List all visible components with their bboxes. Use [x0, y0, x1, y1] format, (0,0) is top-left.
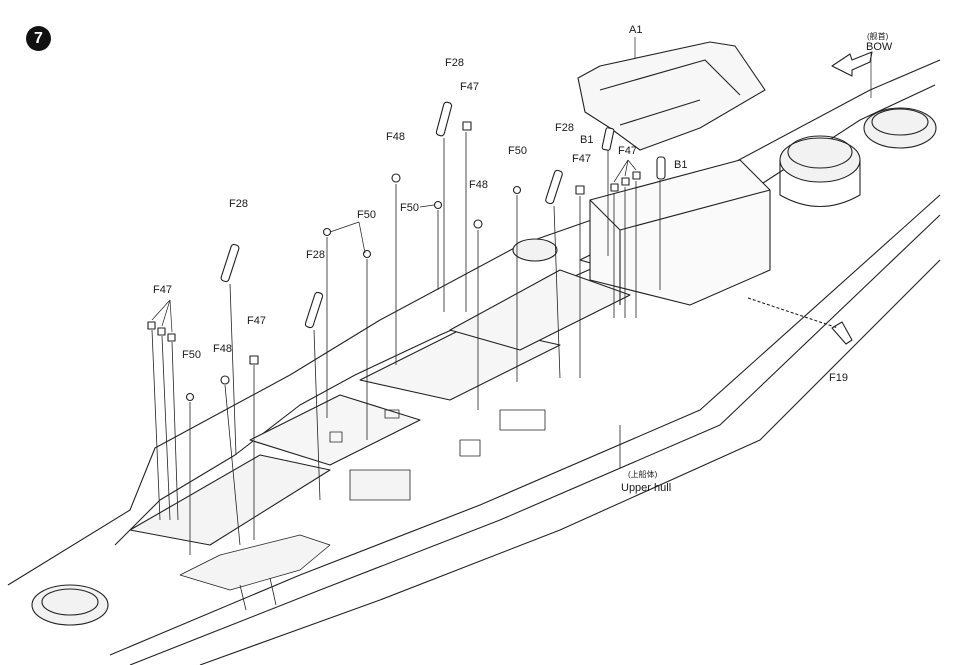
- part-f47-right-2: [621, 177, 630, 186]
- hull-outline: [7, 59, 941, 586]
- part-f50-far-left: [185, 392, 195, 402]
- label-f28-mid: F28: [555, 122, 574, 134]
- label-b1-right: B1: [674, 159, 688, 171]
- part-f47-far-left-2: [157, 327, 166, 336]
- label-f47-left2: F47: [247, 315, 266, 327]
- deck-plate-fore: [449, 269, 631, 351]
- label-f28-bow: F28: [445, 57, 464, 69]
- part-f28-bow: [435, 101, 453, 137]
- part-f48-mid: [391, 173, 401, 183]
- deck-plate-mid: [249, 394, 421, 466]
- hull-waterline: [109, 194, 941, 656]
- label-f47-far-left: F47: [153, 284, 172, 296]
- part-f47-right-1: [610, 183, 619, 192]
- part-f47-far-left-3: [167, 333, 176, 342]
- hull-lower-line: [129, 214, 941, 665]
- label-f47-mid: F47: [572, 153, 591, 165]
- bow-arrow: [831, 51, 873, 77]
- label-b1-left: B1: [580, 134, 594, 146]
- part-f48-mid2: [473, 219, 483, 229]
- step-number-badge: 7: [26, 26, 51, 51]
- part-f50-right: [512, 185, 522, 195]
- label-upper-hull-cn: (上船体): [628, 470, 658, 479]
- part-f50-mid: [433, 200, 443, 210]
- part-f28-mid: [545, 169, 563, 205]
- part-f47-far-left-1: [147, 321, 156, 330]
- label-f50-far-left: F50: [182, 349, 201, 361]
- label-f48-mid: F48: [386, 131, 405, 143]
- label-f48-mid2: F48: [469, 179, 488, 191]
- label-a1: A1: [629, 24, 643, 36]
- label-bow-cn: (舰首): [867, 32, 889, 41]
- part-f47-bow: [462, 121, 472, 131]
- label-f28-left: F28: [229, 198, 248, 210]
- label-f50-right: F50: [508, 145, 527, 157]
- label-f50-mid: F50: [400, 202, 419, 214]
- part-b1-right: [656, 156, 666, 180]
- barbette-mid: [512, 238, 558, 262]
- part-f28-far-left: [304, 291, 324, 329]
- label-f47-bow: F47: [460, 81, 479, 93]
- part-f50-left-b: [362, 249, 372, 259]
- hull-keel-line: [199, 259, 941, 665]
- part-f47-right-3: [632, 171, 641, 180]
- label-f50-left: F50: [357, 209, 376, 221]
- label-f19: F19: [829, 372, 848, 384]
- label-f28-far-left: F28: [306, 249, 325, 261]
- label-f48-left: F48: [213, 343, 232, 355]
- part-f48-left: [220, 375, 230, 385]
- part-f47-mid: [575, 185, 585, 195]
- part-b1-left: [601, 127, 615, 151]
- part-f50-left-a: [322, 227, 332, 237]
- part-f28-left: [220, 243, 240, 283]
- part-f19: [831, 321, 853, 345]
- label-bow: BOW: [866, 41, 893, 53]
- barbette-rear: [31, 584, 109, 626]
- barbette-bow: [863, 107, 937, 149]
- deck-plate-rear: [129, 454, 331, 546]
- label-upper-hull: Upper hull: [621, 482, 672, 494]
- part-f47-left2: [249, 355, 259, 365]
- superstructure: [589, 159, 771, 306]
- label-f47-right: F47: [618, 145, 637, 157]
